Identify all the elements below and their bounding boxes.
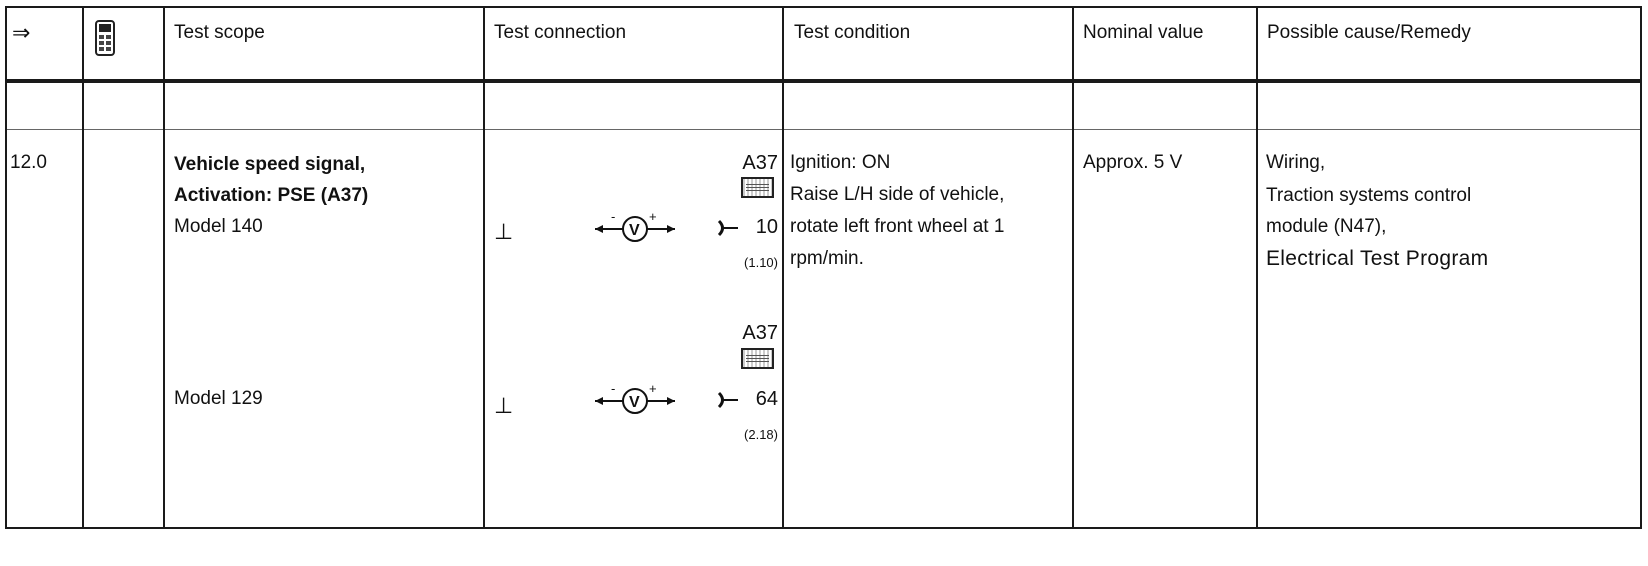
voltmeter-icon-129: - V + xyxy=(595,381,675,414)
control-module-icon-140 xyxy=(741,177,774,198)
condition-line3: rotate left front wheel at 1 xyxy=(790,216,1005,237)
rule-top xyxy=(5,6,1641,8)
svg-text:+: + xyxy=(649,209,657,224)
col-line-3 xyxy=(483,6,485,529)
scope-title-line1: Vehicle speed signal, xyxy=(174,154,366,175)
svg-text:+: + xyxy=(649,381,657,396)
voltmeter-icon-140: - V + xyxy=(595,209,675,242)
control-module-icon-129 xyxy=(741,348,774,369)
svg-text:-: - xyxy=(611,381,615,396)
header-test-connection: Test connection xyxy=(494,22,627,43)
row-number: 12.0 xyxy=(10,152,47,173)
header-test-condition: Test condition xyxy=(794,22,911,43)
header-arrow: ⇒ xyxy=(12,20,31,45)
conn-pin-140: 10 xyxy=(755,216,778,238)
cause-line1: Wiring, xyxy=(1266,152,1326,173)
col-line-7 xyxy=(1640,6,1642,529)
scope-title-line2: Activation: PSE (A37) xyxy=(174,185,369,206)
rule-header-bottom xyxy=(5,79,1641,83)
header-possible-cause: Possible cause/Remedy xyxy=(1267,22,1471,43)
rule-bottom xyxy=(5,527,1641,529)
cause-line3: module (N47), xyxy=(1266,216,1387,237)
scope-model-140: Model 140 xyxy=(174,216,263,237)
rule-spacer-bottom xyxy=(5,129,1641,130)
col-line-1 xyxy=(82,6,84,529)
tester-icon xyxy=(95,20,115,56)
ground-symbol-140: ⊥ xyxy=(494,219,514,244)
connector-icon-129 xyxy=(717,391,738,409)
col-line-6 xyxy=(1256,6,1258,529)
conn-module-129: A37 xyxy=(742,322,778,344)
nominal-value: Approx. 5 V xyxy=(1083,152,1183,173)
svg-text:-: - xyxy=(611,209,615,224)
cause-line2: Traction systems control xyxy=(1266,185,1472,206)
col-line-5 xyxy=(1072,6,1074,529)
scope-model-129: Model 129 xyxy=(174,388,263,409)
conn-module-140: A37 xyxy=(742,152,778,174)
svg-text:V: V xyxy=(629,394,640,411)
header-nominal-value: Nominal value xyxy=(1083,22,1204,43)
condition-line1: Ignition: ON xyxy=(790,152,891,173)
conn-ref-129: (2.18) xyxy=(744,427,778,442)
col-line-4 xyxy=(782,6,784,529)
col-line-2 xyxy=(163,6,165,529)
ground-symbol-129: ⊥ xyxy=(494,393,514,418)
svg-text:V: V xyxy=(629,222,640,239)
header-test-scope: Test scope xyxy=(174,22,265,43)
condition-line2: Raise L/H side of vehicle, xyxy=(790,184,1005,205)
cause-line4: Electrical Test Program xyxy=(1266,247,1489,270)
conn-pin-129: 64 xyxy=(755,388,778,410)
connector-icon-140 xyxy=(717,219,738,237)
col-line-0 xyxy=(5,6,7,529)
conn-ref-140: (1.10) xyxy=(744,255,778,270)
condition-line4: rpm/min. xyxy=(790,248,864,269)
